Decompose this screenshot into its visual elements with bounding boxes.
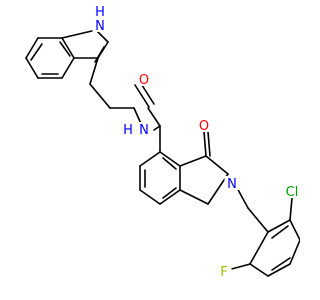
bond-line [162, 157, 177, 170]
atom-symbol: O [199, 119, 209, 134]
bond-line [159, 189, 181, 205]
bond-line [205, 155, 229, 175]
bond-line [89, 57, 99, 85]
bond-line [289, 239, 300, 265]
bond-line [89, 83, 111, 109]
bond-line [207, 131, 211, 157]
atom-fluorine: F [216, 264, 232, 280]
atom-symbol: N [139, 123, 149, 138]
atom-chlorine: Cl [280, 184, 300, 200]
bond-line [271, 257, 291, 271]
bond-line [59, 41, 71, 57]
bond-line [61, 37, 75, 59]
atom-symbol: Cl [286, 185, 299, 200]
atom-symbol: N [227, 177, 237, 192]
bond-line [139, 151, 161, 167]
bond-line [134, 84, 150, 108]
atom-symbol: N [95, 19, 105, 34]
bond-line [162, 187, 177, 199]
atom-indole-nh: NH [92, 4, 108, 34]
bond-line [289, 197, 293, 221]
bond-line [247, 207, 269, 233]
atom-amide-nh: NH [122, 122, 152, 138]
atom-symbol: F [220, 265, 227, 280]
atom-symbol: O [139, 73, 149, 88]
atom-hydrogen: H [95, 5, 105, 20]
bond-line [267, 263, 291, 277]
bond-line [179, 189, 209, 205]
bond-line [249, 231, 269, 265]
atom-hydrogen: H [123, 123, 133, 138]
bond-line [159, 151, 181, 167]
bond-line [61, 57, 75, 79]
bond-line [289, 219, 300, 241]
bond-line [153, 125, 161, 131]
bond-line [227, 263, 251, 271]
bond-line [179, 155, 207, 167]
atom-lactam-n: N [224, 176, 240, 192]
bond-line [94, 46, 105, 63]
bond-line [267, 219, 291, 233]
bond-line [25, 37, 39, 59]
atom-carbonyl-o-lactam: O [196, 118, 212, 134]
bond-line [249, 263, 269, 277]
bond-line [271, 225, 289, 239]
bond-line [203, 131, 207, 157]
atom-carbonyl-o-amide: O [136, 72, 152, 88]
bond-line [25, 57, 39, 79]
bond-line [30, 43, 43, 61]
bond-lines [25, 29, 300, 277]
bond-line [139, 189, 161, 205]
bond-line [61, 29, 97, 39]
bond-line [147, 107, 161, 127]
